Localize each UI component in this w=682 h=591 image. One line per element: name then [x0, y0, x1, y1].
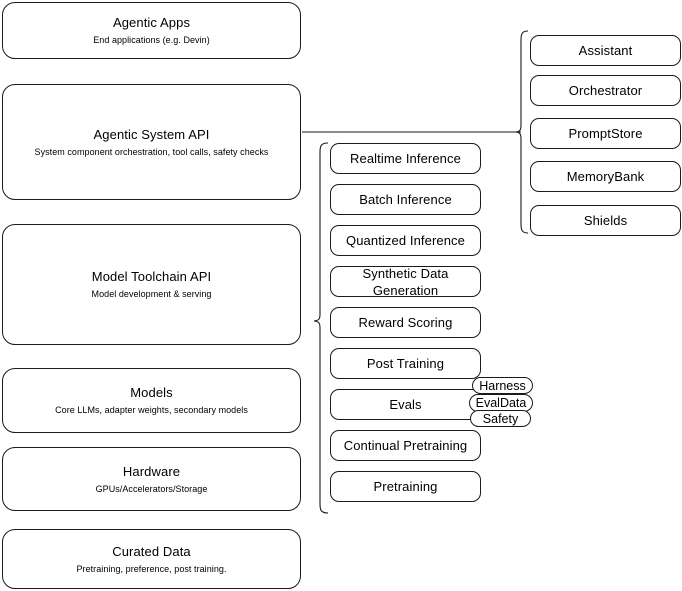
service-evals[interactable]: Evals: [330, 389, 481, 420]
layer-title: Curated Data: [112, 543, 191, 559]
service-batch-inference[interactable]: Batch Inference: [330, 184, 481, 215]
layer-title: Agentic Apps: [112, 15, 191, 30]
service-memorybank[interactable]: MemoryBank: [530, 161, 681, 192]
model-toolchain-brace: [313, 142, 329, 514]
layer-subtitle: System component orchestration, tool cal…: [34, 146, 269, 157]
layer-title: Agentic System API: [93, 126, 210, 142]
service-label: PromptStore: [568, 126, 643, 141]
service-reward-scoring[interactable]: Reward Scoring: [330, 307, 481, 338]
layer-models[interactable]: Models Core LLMs, adapter weights, secon…: [2, 368, 301, 433]
service-quantized-inference[interactable]: Quantized Inference: [330, 225, 481, 256]
layer-subtitle: End applications (e.g. Devin): [93, 35, 210, 45]
service-orchestrator[interactable]: Orchestrator: [530, 75, 681, 106]
layer-curated-data[interactable]: Curated Data Pretraining, preference, po…: [2, 529, 301, 589]
service-label: Post Training: [366, 356, 445, 371]
layer-model-toolchain-api[interactable]: Model Toolchain API Model development & …: [2, 224, 301, 345]
eval-tag-harness[interactable]: Harness: [472, 377, 533, 394]
layer-subtitle: Core LLMs, adapter weights, secondary mo…: [55, 405, 248, 415]
layer-title: Hardware: [122, 463, 181, 479]
layer-subtitle: GPUs/Accelerators/Storage: [95, 483, 208, 494]
layer-subtitle: Model development & serving: [91, 289, 212, 299]
service-label: Quantized Inference: [346, 233, 465, 248]
service-label: Reward Scoring: [358, 315, 453, 330]
service-label: Orchestrator: [568, 83, 643, 98]
service-label: Shields: [583, 213, 628, 228]
service-label: Batch Inference: [359, 192, 452, 207]
layer-agentic-apps[interactable]: Agentic Apps End applications (e.g. Devi…: [2, 2, 301, 59]
layer-subtitle: Pretraining, preference, post training.: [76, 563, 227, 574]
agentic-system-brace: [515, 30, 529, 234]
layer-hardware[interactable]: Hardware GPUs/Accelerators/Storage: [2, 447, 301, 511]
layer-title: Model Toolchain API: [91, 269, 212, 284]
eval-tag-safety[interactable]: Safety: [470, 410, 531, 427]
service-label: MemoryBank: [566, 169, 645, 184]
eval-tag-label: EvalData: [475, 396, 527, 410]
service-continual-pretraining[interactable]: Continual Pretraining: [330, 430, 481, 461]
service-label: Continual Pretraining: [343, 438, 468, 453]
layer-title: Models: [130, 385, 173, 400]
service-label: Pretraining: [373, 479, 438, 494]
service-assistant[interactable]: Assistant: [530, 35, 681, 66]
service-pretraining[interactable]: Pretraining: [330, 471, 481, 502]
service-realtime-inference[interactable]: Realtime Inference: [330, 143, 481, 174]
service-promptstore[interactable]: PromptStore: [530, 118, 681, 149]
service-label: Assistant: [578, 43, 633, 58]
service-post-training[interactable]: Post Training: [330, 348, 481, 379]
service-synthetic-data-generation[interactable]: Synthetic Data Generation: [330, 265, 481, 298]
service-label: Realtime Inference: [350, 151, 461, 166]
service-shields[interactable]: Shields: [530, 205, 681, 236]
layer-agentic-system-api[interactable]: Agentic System API System component orch…: [2, 84, 301, 200]
eval-tag-label: Safety: [482, 411, 519, 426]
service-label: Synthetic Data Generation: [362, 265, 449, 298]
service-label: Evals: [389, 397, 422, 412]
eval-tag-label: Harness: [479, 378, 526, 393]
